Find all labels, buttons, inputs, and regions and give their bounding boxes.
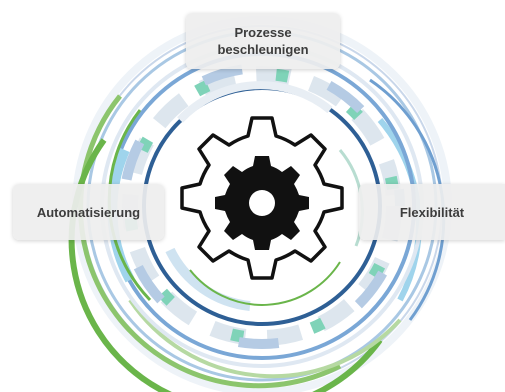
inner-green-arc <box>189 261 341 306</box>
label-automatisierung: Automatisierung <box>13 184 164 240</box>
gear-hole <box>249 190 275 216</box>
gear-icon <box>180 116 344 280</box>
label-top-line1: Prozesse <box>234 25 292 40</box>
label-top-line2: beschleunigen <box>217 42 309 57</box>
outer-green-arc <box>78 94 342 389</box>
label-prozesse-beschleunigen: Prozesse beschleunigen <box>186 13 340 69</box>
label-flexibilitaet: Flexibilität <box>359 184 505 240</box>
label-right-text: Flexibilität <box>399 204 465 220</box>
inner-lightblue-arc <box>165 247 251 311</box>
outer-green-arc-3 <box>128 298 402 379</box>
label-left-text: Automatisierung <box>36 204 141 220</box>
inner-grey-arc <box>177 81 333 123</box>
